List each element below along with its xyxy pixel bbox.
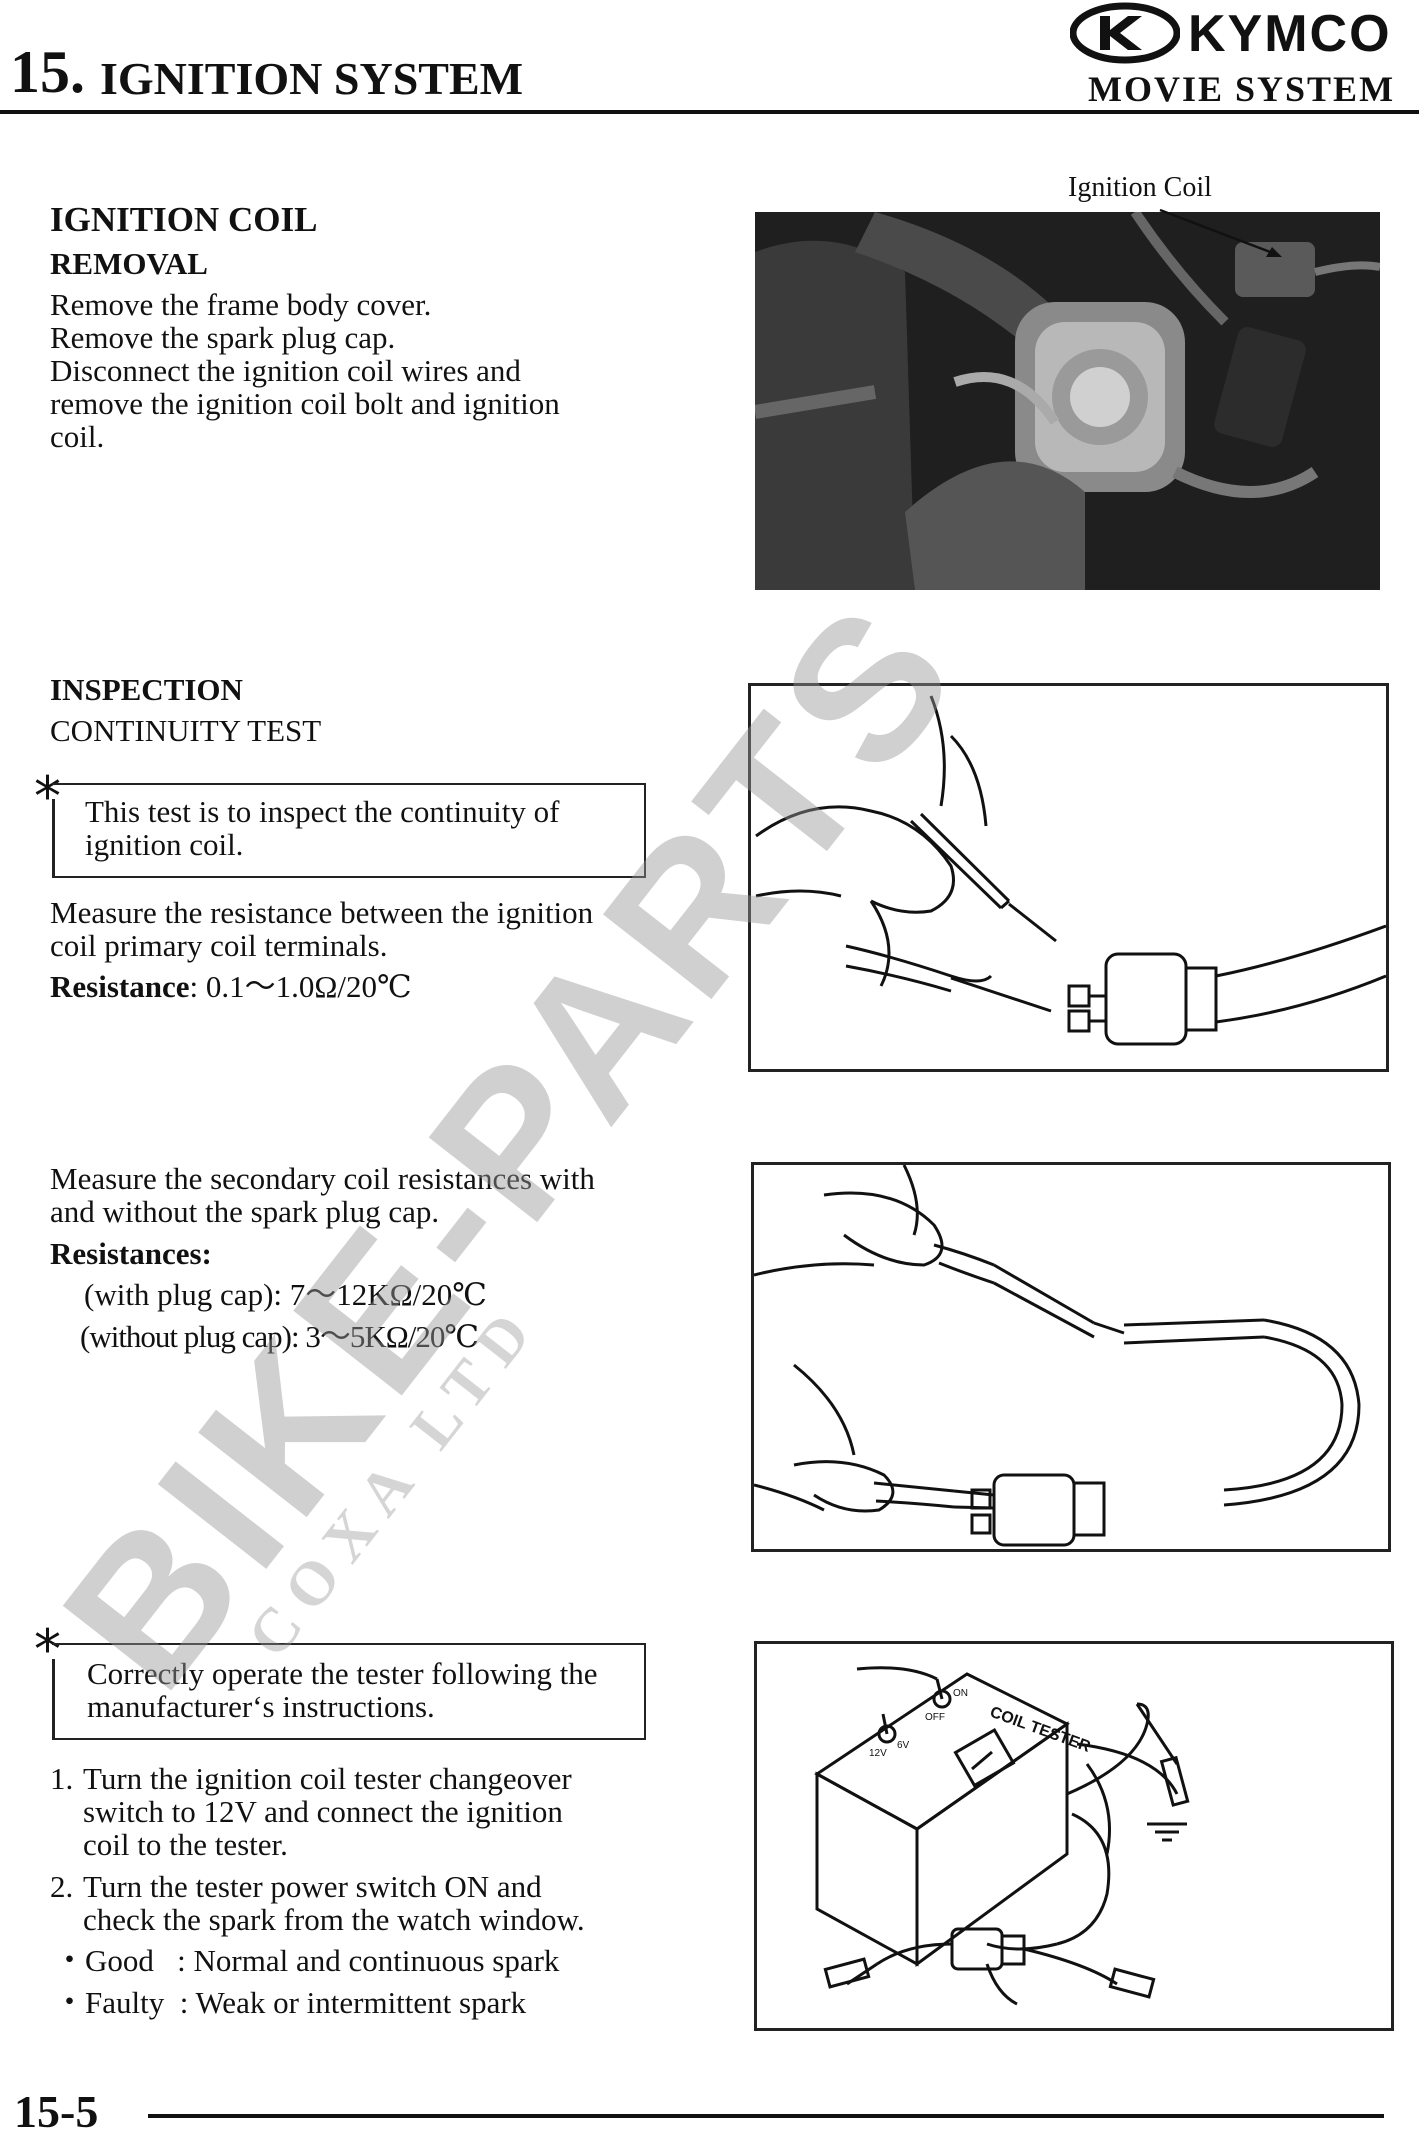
primary-resistance-spec: Resistance: 0.1～1.0Ω/20℃ [50,970,412,1003]
secondary-test-figure [751,1162,1391,1552]
note-left-bar [52,1659,55,1739]
primary-line: coil primary coil terminals. [50,928,388,963]
removal-line: Disconnect the ignition coil wires and [50,353,521,388]
switch-label: 6V [897,1740,910,1751]
result-faulty: ・Faulty : Weak or intermittent spark [54,1985,527,2020]
continuity-note: This test is to inspect the continuity o… [52,783,646,878]
note-line: ignition coil. [85,827,244,862]
note-star-icon: * [34,765,61,828]
secondary-with-cap: (with plug cap): 7～12KΩ/20℃ [84,1277,487,1312]
step-number: 1. [50,1761,74,1796]
primary-test-figure [748,683,1389,1072]
step-number: 2. [50,1869,74,1904]
secondary-measure-text: Measure the secondary coil resistances w… [50,1162,710,1228]
removal-line: Remove the frame body cover. [50,287,432,322]
switch-label: OFF [925,1712,945,1723]
tester-note: Correctly operate the tester following t… [52,1643,646,1740]
note-line: Correctly operate the tester following t… [87,1656,598,1691]
continuity-note-text: This test is to inspect the continuity o… [85,795,559,861]
chapter-number: 15. [10,39,85,105]
removal-line: remove the ignition coil bolt and igniti… [50,386,560,421]
step-line: switch to 12V and connect the ignition [83,1794,563,1829]
tester-note-text: Correctly operate the tester following t… [87,1657,597,1723]
kymco-emblem-icon [1069,2,1181,64]
page-number: 15-5 [14,2086,99,2137]
result-good: ・Good : Normal and continuous spark [54,1943,560,1978]
tester-step-2: 2. Turn the tester power switch ON and c… [50,1870,710,1936]
primary-test-illustration [755,695,1387,1046]
primary-measure-text: Measure the resistance between the ignit… [50,896,700,962]
secondary-test-illustration [753,1164,1361,1547]
secondary-line: and without the spark plug cap. [50,1194,440,1229]
step-line: Turn the ignition coil tester changeover [83,1761,572,1796]
removal-line: Remove the spark plug cap. [50,320,396,355]
chapter-title: IGNITION SYSTEM [100,53,524,104]
step-line: Turn the tester power switch ON and [83,1869,542,1904]
system-name: MOVIE SYSTEM [1088,69,1396,109]
engine-photo-image [755,212,1380,590]
coil-tester-illustration: COIL TESTER 12V 6V ON OFF [814,1666,1190,2006]
switch-label: ON [953,1688,968,1699]
subsection-title-continuity-test: CONTINUITY TEST [50,713,322,748]
note-star-icon: * [34,1618,61,1681]
step-line: check the spark from the watch window. [83,1902,585,1937]
switch-label: 12V [869,1748,887,1759]
step-line: coil to the tester. [83,1827,288,1862]
subsection-title-removal: REMOVAL [50,246,208,281]
secondary-line: Measure the secondary coil resistances w… [50,1161,595,1196]
note-line: manufacturer‘s instructions. [87,1689,435,1724]
section-title-ignition-coil: IGNITION COIL [50,200,318,239]
coil-tester-figure: COIL TESTER 12V 6V ON OFF [754,1641,1394,2031]
section-title-inspection: INSPECTION [50,672,243,707]
secondary-resistances-label: Resistances: [50,1236,212,1271]
primary-line: Measure the resistance between the ignit… [50,895,594,930]
tester-step-1: 1. Turn the ignition coil tester changeo… [50,1762,710,1861]
removal-line: coil. [50,419,105,454]
secondary-without-cap: (without plug cap): 3～5KΩ/20℃ [80,1319,479,1354]
caption-arrow-icon [1159,208,1282,257]
note-left-bar [52,799,55,877]
brand-name: KYMCO [1188,5,1392,63]
photo-caption-ignition-coil: Ignition Coil [1068,172,1212,203]
engine-photo [755,212,1380,590]
note-line: This test is to inspect the continuity o… [85,794,560,829]
resistance-value: : 0.1～1.0Ω/20℃ [189,969,412,1004]
kymco-logo: KYMCO [1069,2,1415,64]
removal-steps: Remove the frame body cover. Remove the … [50,288,690,453]
footer-rule [148,2114,1384,2118]
header-rule [0,110,1419,114]
resistance-label: Resistance [50,969,190,1004]
